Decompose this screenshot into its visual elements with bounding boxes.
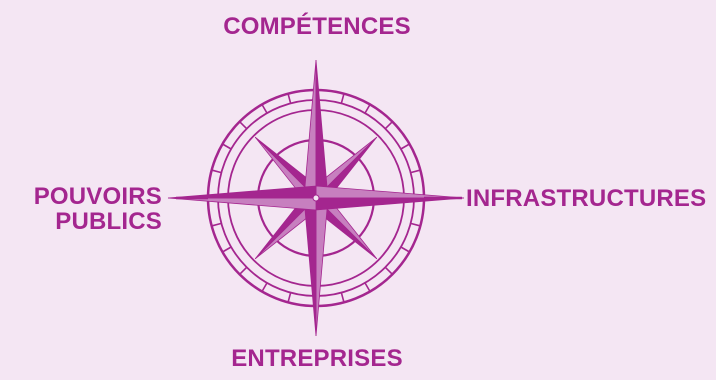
west-point-dark [167,185,317,199]
ring-tick [239,266,248,275]
label-publics: PUBLICS [55,208,162,236]
ring-tick [384,121,393,130]
north-point-dark [315,59,329,199]
east-point-dark [315,197,465,211]
ring-tick [211,169,222,174]
ring-tick [410,169,421,174]
south-point-dark [303,197,317,337]
ring-tick [239,121,248,130]
ring-tick [400,246,410,253]
ring-tick [287,93,292,104]
label-entreprises: ENTREPRISES [231,345,403,372]
ring-tick [211,222,222,227]
center-dot [312,194,320,202]
ring-tick [410,222,421,227]
ring-tick [222,143,232,150]
ring-tick [222,246,232,253]
label-pouvoirs-publics: POUVOIRS PUBLICS [10,183,162,236]
east-point-light [315,185,465,199]
label-infrastructures: INFRASTRUCTURES [466,185,707,212]
ring-tick [340,93,345,104]
label-competences: COMPÉTENCES [223,13,411,40]
west-point-light [167,197,317,211]
ring-tick [261,104,268,114]
north-point-light [303,59,317,199]
label-pouvoirs: POUVOIRS [33,183,162,210]
ring-tick [400,143,410,150]
cardinal-points [167,59,465,337]
ring-tick [364,104,371,114]
ring-tick [261,282,268,292]
ring-tick [287,292,292,303]
ring-tick [384,266,393,275]
ring-tick [364,282,371,292]
ring-tick [340,292,345,303]
south-point-light [315,197,329,337]
